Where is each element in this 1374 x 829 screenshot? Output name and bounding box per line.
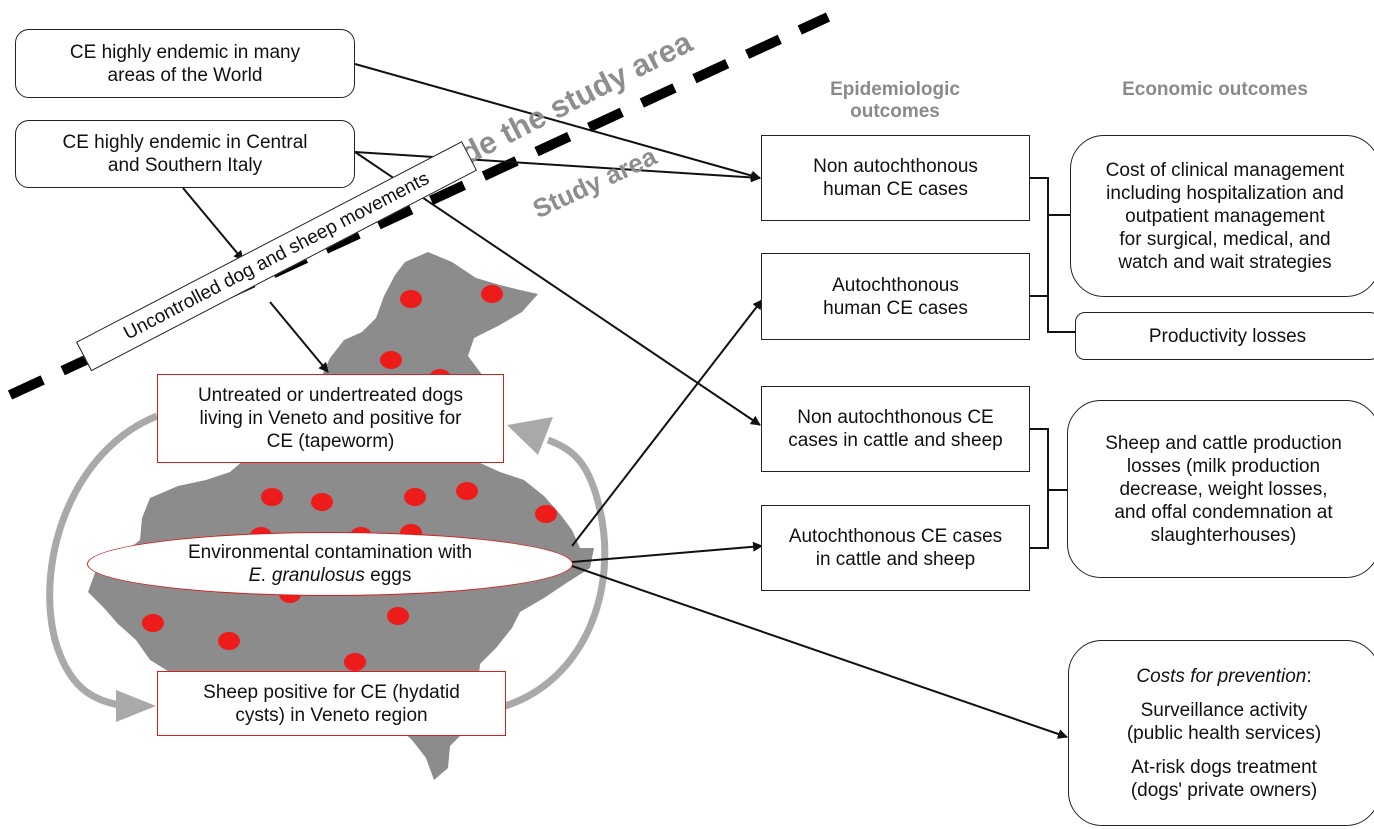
environment-box: Environmental contamination with E. gran… [87, 532, 573, 596]
arrow-env-to-auto-animal [571, 541, 763, 563]
case-dot [456, 482, 478, 500]
case-dot [311, 493, 333, 511]
arrow-env-to-prevention [571, 565, 1068, 739]
cycle-arrowhead-right [507, 417, 553, 455]
arrow-italy-to-nonauto-human [354, 151, 761, 183]
econ-productivity-losses: Productivity losses [1075, 312, 1374, 360]
header-epidemiologic-outcomes: Epidemiologic outcomes [830, 79, 960, 122]
bracket-animal [1030, 428, 1067, 549]
econ-prevention-costs: Costs for prevention: Surveillance activ… [1068, 640, 1374, 826]
header-economic-outcomes: Economic outcomes [1122, 79, 1308, 100]
arrow-world-to-nonauto-human [354, 63, 761, 181]
case-dot [142, 614, 164, 632]
brackets [1030, 177, 1075, 549]
bracket-human [1030, 177, 1075, 333]
prevention-title: Costs for prevention [1136, 665, 1307, 687]
arrow-italy-to-movements [182, 187, 244, 261]
case-dot [404, 488, 426, 506]
case-dot [535, 505, 557, 523]
cycle-arrows [46, 412, 609, 722]
arrow-env-to-auto-human [571, 299, 763, 547]
case-dot [344, 653, 366, 671]
case-dot [387, 607, 409, 625]
arrow-movements-to-dogs [269, 301, 329, 373]
species-name: E. granulosus [248, 565, 365, 586]
case-dot [218, 632, 240, 650]
case-dot [481, 285, 503, 303]
case-dot [261, 488, 283, 506]
case-dot [380, 351, 402, 369]
case-dot [400, 290, 422, 308]
cycle-arrowhead-left [116, 690, 156, 722]
